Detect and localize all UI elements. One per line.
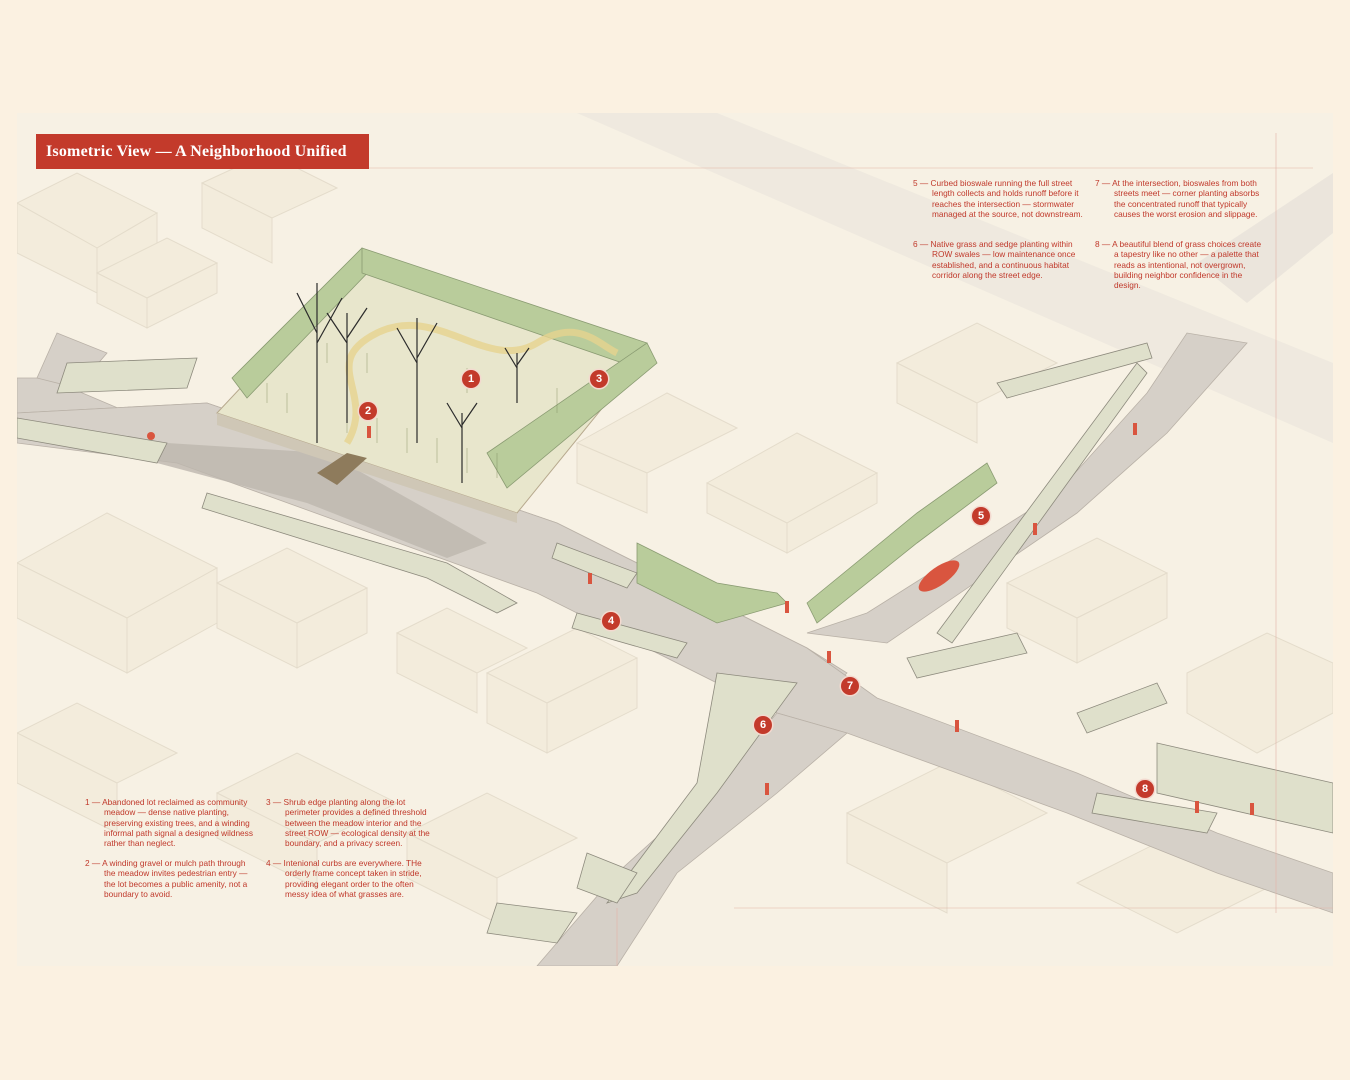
isometric-drawing [17, 113, 1333, 966]
note-7-num: 7 — [1095, 178, 1111, 188]
note-5-text: Curbed bioswale running the full street … [930, 178, 1083, 219]
note-6-text: Native grass and sedge planting within R… [930, 239, 1076, 280]
figures [147, 423, 1254, 815]
note-3-num: 3 — [266, 797, 282, 807]
marker-3: 3 [590, 370, 608, 388]
note-6: 6 — Native grass and sedge planting with… [913, 239, 1085, 280]
trees [296, 283, 530, 483]
note-7: 7 — At the intersection, bioswales from … [1095, 178, 1267, 219]
marker-2: 2 [359, 402, 377, 420]
buildings [17, 152, 1333, 934]
note-1-text: Abandoned lot reclaimed as community mea… [102, 797, 253, 849]
note-3: 3 — Shrub edge planting along the lot pe… [266, 797, 434, 848]
note-3-text: Shrub edge planting along the lot perime… [283, 797, 430, 849]
marker-6: 6 [754, 716, 772, 734]
car [918, 560, 960, 592]
marker-7: 7 [841, 677, 859, 695]
note-4: 4 — Intenional curbs are everywhere. THe… [266, 858, 434, 899]
note-5: 5 — Curbed bioswale running the full str… [913, 178, 1085, 219]
cobble-path [157, 443, 487, 558]
bioswales [17, 342, 1333, 944]
isometric-plan-board: Isometric View — A Neighborhood Unified … [17, 113, 1333, 966]
note-2-text: A winding gravel or mulch path through t… [102, 858, 248, 899]
marker-5: 5 [972, 507, 990, 525]
note-6-num: 6 — [913, 239, 929, 249]
marker-4: 4 [602, 612, 620, 630]
note-5-num: 5 — [913, 178, 929, 188]
note-7-text: At the intersection, bioswales from both… [1112, 178, 1260, 219]
note-8: 8 — A beautiful blend of grass choices c… [1095, 239, 1267, 290]
note-2: 2 — A winding gravel or mulch path throu… [85, 858, 253, 899]
shrub-perimeter [231, 247, 998, 624]
note-1-num: 1 — [85, 797, 101, 807]
footbridge [317, 453, 367, 485]
note-4-num: 4 — [266, 858, 282, 868]
marker-1: 1 [462, 370, 480, 388]
note-2-num: 2 — [85, 858, 101, 868]
note-1: 1 — Abandoned lot reclaimed as community… [85, 797, 253, 848]
marker-8: 8 [1136, 780, 1154, 798]
note-8-text: A beautiful blend of grass choices creat… [1112, 239, 1262, 291]
note-4-text: Intenional curbs are everywhere. THe ord… [283, 858, 422, 899]
meadow-path [343, 321, 619, 445]
page-title: Isometric View — A Neighborhood Unified [36, 134, 369, 169]
far-road [1197, 173, 1333, 303]
lot-curb-front [217, 413, 517, 523]
note-8-num: 8 — [1095, 239, 1111, 249]
